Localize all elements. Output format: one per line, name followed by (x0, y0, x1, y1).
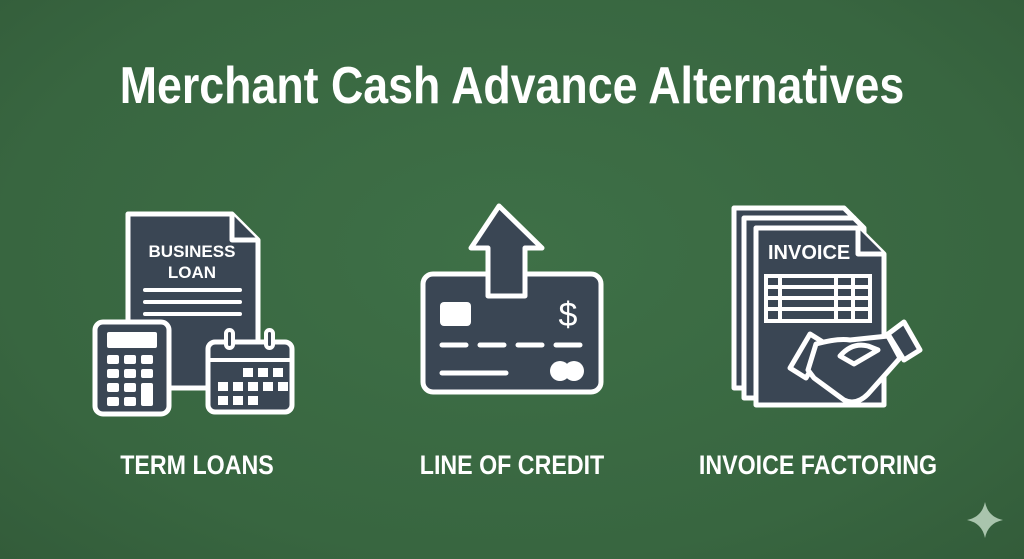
upload-arrow-icon (468, 203, 545, 299)
doc-text-business: BUSINESS (149, 242, 236, 261)
sparkle-icon (967, 502, 1003, 538)
page-title: Merchant Cash Advance Alternatives (119, 57, 905, 115)
invoice-handshake-icon: INVOICE (731, 205, 923, 408)
label-line-of-credit: LINE OF CREDIT (419, 450, 605, 480)
business-loan-icon: BUSINESS LOAN (92, 211, 295, 417)
label-term-loans: TERM LOANS (120, 450, 274, 480)
handshake-icon (787, 319, 923, 405)
label-invoice-factoring: INVOICE FACTORING (698, 450, 938, 480)
invoice-text: INVOICE (768, 242, 850, 264)
doc-text-loan: LOAN (168, 263, 216, 282)
dollar-sign: $ (559, 296, 578, 334)
credit-card-icon: $ (420, 203, 604, 395)
